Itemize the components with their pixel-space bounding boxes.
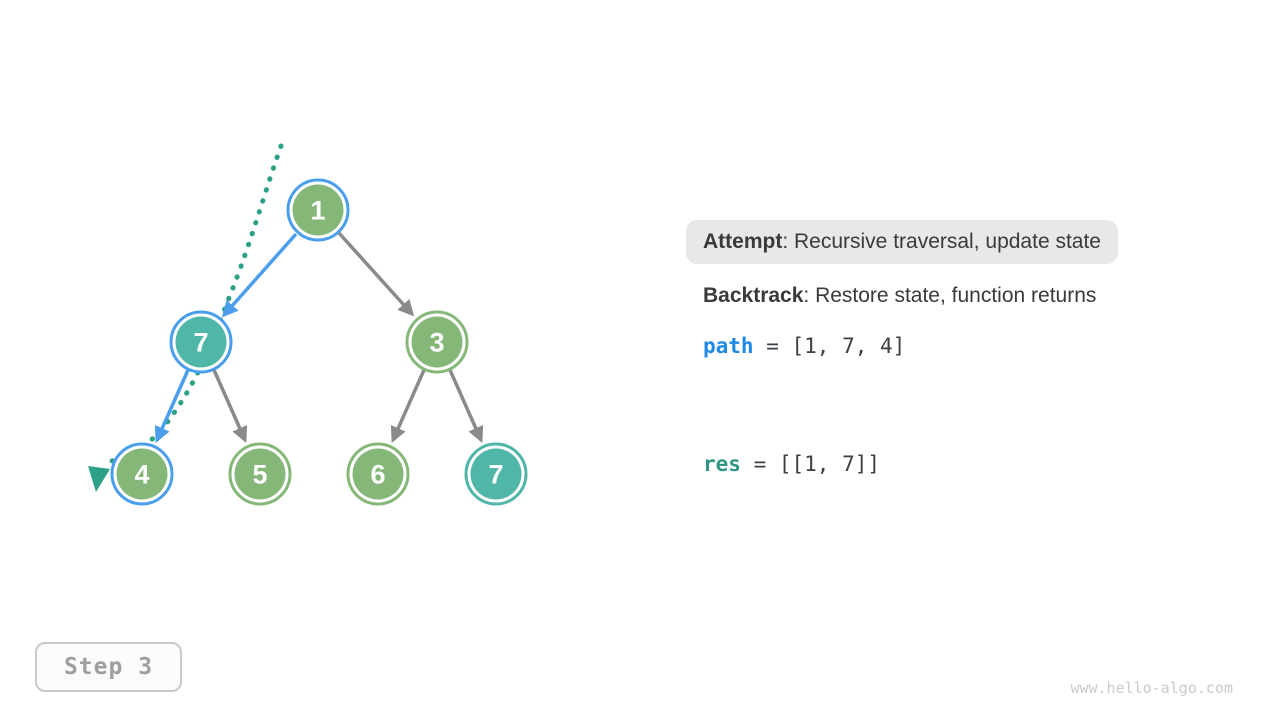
attempt-highlight-box: Attempt: Recursive traversal, update sta… <box>686 220 1118 264</box>
path-equals: = <box>753 334 792 358</box>
edge-1-3 <box>337 231 415 317</box>
attempt-text: : Recursive traversal, update state <box>782 230 1101 253</box>
backtrack-text: : Restore state, function returns <box>803 284 1097 307</box>
node-value: 7 <box>488 459 503 489</box>
res-variable-line: res = [[1, 7]] <box>703 451 880 477</box>
edge-3-7 <box>448 369 484 443</box>
path-var-name: path <box>703 334 754 358</box>
path-value: [1, 7, 4] <box>791 334 906 358</box>
tree-node-root: 1 <box>286 178 350 242</box>
step-indicator: Step 3 <box>35 642 182 692</box>
node-value: 4 <box>134 459 149 489</box>
binary-tree-diagram: 1 7 3 4 5 6 7 <box>88 143 528 506</box>
tree-node-7-left: 7 <box>169 310 233 374</box>
edge-3-6 <box>390 369 426 443</box>
tree-node-6: 6 <box>346 442 410 506</box>
node-value: 3 <box>429 327 444 357</box>
res-equals: = <box>740 452 779 476</box>
tree-node-4: 4 <box>110 442 174 506</box>
backtrack-line: Backtrack: Restore state, function retur… <box>703 283 1096 309</box>
watermark: www.hello-algo.com <box>1070 679 1233 697</box>
tree-node-7-right: 7 <box>464 442 528 506</box>
tree-node-5: 5 <box>228 442 292 506</box>
attempt-line: Attempt: Recursive traversal, update sta… <box>686 220 1118 264</box>
traversal-trail-arrow-icon <box>88 466 110 492</box>
attempt-label: Attempt <box>703 230 783 253</box>
tree-node-3: 3 <box>405 310 469 374</box>
edge-7-4 <box>154 369 190 443</box>
res-value: [[1, 7]] <box>778 452 881 476</box>
path-variable-line: path = [1, 7, 4] <box>703 333 905 359</box>
res-var-name: res <box>703 452 741 476</box>
node-value: 7 <box>193 327 208 357</box>
node-value: 1 <box>310 195 325 225</box>
backtrack-label: Backtrack <box>703 284 804 307</box>
node-value: 5 <box>252 459 267 489</box>
edge-7-5 <box>212 369 248 443</box>
traversal-trail-dotted <box>105 143 284 465</box>
step-label: Step 3 <box>63 654 154 680</box>
edge-1-7 <box>221 232 298 318</box>
node-value: 6 <box>370 459 385 489</box>
